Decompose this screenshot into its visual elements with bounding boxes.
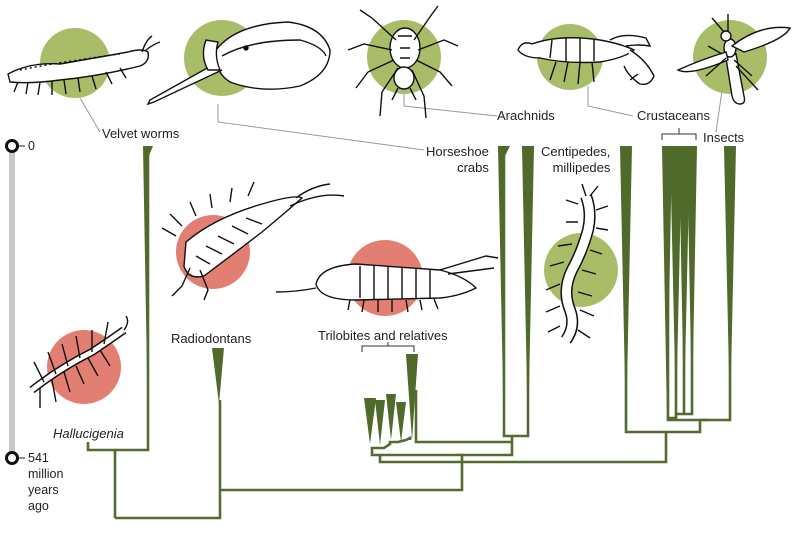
winged-insect-drawing bbox=[676, 14, 792, 105]
branch-mandibulates-join bbox=[462, 432, 668, 464]
radiodontan-drawing bbox=[161, 181, 345, 301]
wedge-crustacean-2 bbox=[670, 146, 682, 418]
pointer-horseshoe-crab bbox=[217, 104, 425, 151]
group-brackets bbox=[361, 128, 697, 352]
wedge-crustacean-1 bbox=[662, 146, 672, 420]
wedge-crustacean-3 bbox=[679, 146, 690, 414]
label-centipedes-line: Centipedes, bbox=[541, 144, 611, 159]
velvet-worm-drawing bbox=[7, 35, 161, 96]
label-horseshoe-crabs: Horseshoe crabs bbox=[426, 144, 489, 176]
wedge-arachnids bbox=[522, 146, 534, 436]
label-velvet-worms: Velvet worms bbox=[102, 126, 180, 141]
label-trilobites-and-relatives: Trilobites and relatives bbox=[318, 328, 448, 343]
horseshoe-crab-drawing bbox=[146, 21, 331, 106]
time-scale bbox=[5, 139, 25, 465]
pointer-lines bbox=[79, 69, 726, 151]
branch-centipedes bbox=[624, 150, 666, 434]
branch-root bbox=[115, 490, 222, 520]
wedge-horseshoe-crabs bbox=[498, 146, 510, 436]
time-scale-bottom-marker bbox=[5, 451, 19, 465]
wedge-trilobite-4 bbox=[396, 402, 406, 442]
label-arachnids: Arachnids bbox=[497, 108, 555, 123]
branch-velvet-worms bbox=[115, 150, 150, 452]
branch-chelicerates bbox=[462, 442, 514, 457]
label-horseshoe-crabs-line: crabs bbox=[457, 160, 489, 175]
pointer-shrimp bbox=[587, 86, 634, 117]
shrimp-drawing bbox=[517, 34, 655, 86]
wedge-trilobite-main bbox=[406, 354, 418, 440]
time-scale-bottom-line: years bbox=[28, 483, 59, 497]
label-crustaceans: Crustaceans bbox=[637, 108, 710, 123]
wedge-insects bbox=[724, 146, 736, 420]
time-scale-top-marker bbox=[5, 139, 19, 153]
label-centipedes-line: millipedes bbox=[552, 160, 611, 175]
trilobites-bracket bbox=[361, 342, 415, 352]
branch-arthropods bbox=[220, 462, 464, 492]
wedge-trilobite-1 bbox=[364, 398, 376, 444]
wedge-centipedes bbox=[620, 146, 632, 432]
time-scale-bottom-line: 541 bbox=[28, 451, 49, 465]
pointer-spider bbox=[403, 90, 498, 117]
wedge-trilobite-2 bbox=[375, 400, 385, 445]
branch-trilobite-top bbox=[414, 390, 512, 444]
pointer-velvet-worm bbox=[79, 97, 101, 133]
wedge-velvet-worms bbox=[143, 146, 153, 428]
label-hallucigenia: Hallucigenia bbox=[53, 426, 124, 441]
label-centipedes-millipedes: Centipedes, millipedes bbox=[541, 144, 610, 176]
wedge-radiodontans bbox=[212, 348, 224, 404]
branch-pancrustacea bbox=[666, 418, 708, 434]
hallucigenia-drawing bbox=[29, 315, 129, 408]
lineage-wedges bbox=[143, 146, 736, 445]
time-scale-bottom-line: million bbox=[28, 467, 64, 481]
time-scale-bottom-line: ago bbox=[28, 499, 49, 513]
centipede-drawing bbox=[545, 183, 609, 344]
time-scale-top-label: 0 bbox=[28, 139, 35, 153]
label-radiodontans: Radiodontans bbox=[171, 331, 252, 346]
spider-drawing bbox=[347, 5, 459, 119]
crustaceans-bracket bbox=[661, 128, 697, 140]
branch-hallucigenia bbox=[86, 442, 117, 518]
label-insects: Insects bbox=[703, 130, 745, 145]
time-scale-bottom-label: 541 million years ago bbox=[28, 450, 63, 514]
branch-horseshoe-crabs bbox=[502, 150, 514, 442]
trilobite-drawing bbox=[275, 255, 499, 313]
wedge-crustacean-4 bbox=[687, 146, 697, 414]
wedge-trilobite-3 bbox=[386, 394, 396, 440]
label-horseshoe-crabs-line: Horseshoe bbox=[426, 144, 489, 159]
